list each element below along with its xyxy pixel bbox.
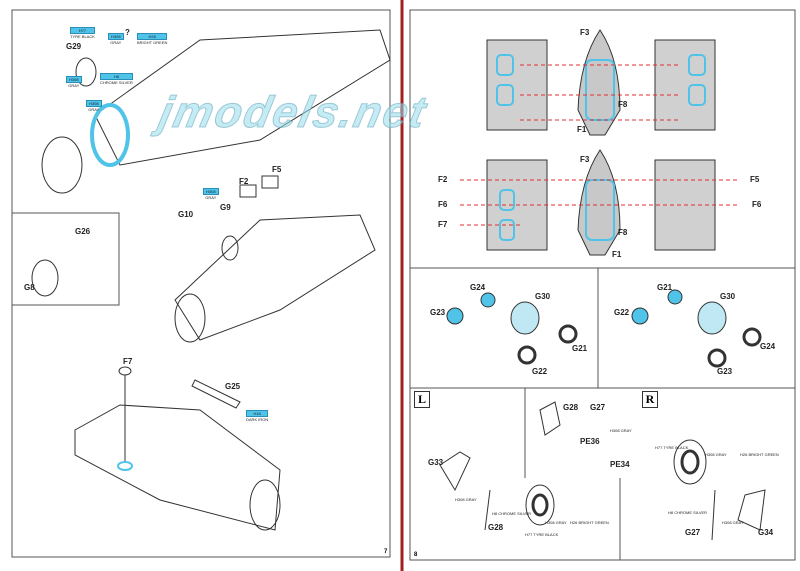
part-label: G22 [614,308,630,317]
paint-callout: H308 GRAY [722,520,744,525]
part-label: G34 [758,528,774,537]
part-label: G28 [488,523,504,532]
paint-callout: H26 BRIGHT GREEN [740,452,779,457]
detail-inset [11,212,120,306]
part-label: F5 [750,175,760,184]
part-label: F1 [577,125,587,134]
part-label: F5 [272,165,282,174]
part-label: G10 [178,210,194,219]
part-label: PE36 [580,437,600,446]
part-label: F7 [438,220,448,229]
left-gear-marker: L [414,391,430,408]
mask-sheets [460,29,740,256]
paint-callout: H26 BRIGHT GREEN [570,520,609,525]
part-label: F8 [618,100,628,109]
wheel-drawings [439,289,766,541]
fuselage-drawing-3 [74,366,281,531]
part-label: F2 [438,175,448,184]
right-gear-marker: R [642,391,658,408]
part-label: PE34 [610,460,630,469]
part-label: G29 [66,42,82,51]
part-label: G30 [720,292,736,301]
part-label: F1 [612,250,622,259]
paint-callout: H308 GRAY [610,428,632,433]
part-label: G27 [685,528,701,537]
part-label: G24 [470,283,486,292]
part-label: G22 [532,367,548,376]
part-label: F3 [580,28,590,37]
paint-callout: H8 CHROME SILVER [668,510,708,515]
part-label: G9 [220,203,231,212]
part-label: F6 [438,200,448,209]
page-number: 7 [384,549,388,555]
watermark: jmodels.net [154,88,432,138]
part-label: F8 [618,228,628,237]
paint-callout: H8 CHROME SILVER [492,511,532,516]
part-label: F7 [123,357,133,366]
question-icon: ? [125,28,130,37]
part-label: G30 [535,292,551,301]
part-label: F2 [239,177,249,186]
part-label: G26 [75,227,91,236]
paint-callout: H308 GRAY [455,497,477,502]
part-label: F6 [752,200,762,209]
part-label: G23 [430,308,446,317]
paint-callout: H77 TYRE BLACK [525,532,559,537]
part-label: G23 [717,367,733,376]
part-label: G25 [225,382,241,391]
part-label: G24 [760,342,776,351]
part-label: G27 [590,403,606,412]
part-label: G21 [572,344,588,353]
part-label: G8 [24,283,35,292]
paint-callout: H308 GRAY [545,520,567,525]
part-label: G33 [428,458,444,467]
page-number: 8 [414,552,418,558]
fuselage-drawing-2 [174,175,376,343]
paint-callout: H308 GRAY [705,452,727,457]
right-page-frame [409,9,796,561]
part-label: G28 [563,403,579,412]
part-label: G21 [657,283,673,292]
paint-callout: H77 TYRE BLACK [655,445,689,450]
fuselage-drawing-1 [41,29,391,194]
part-label: F3 [580,155,590,164]
